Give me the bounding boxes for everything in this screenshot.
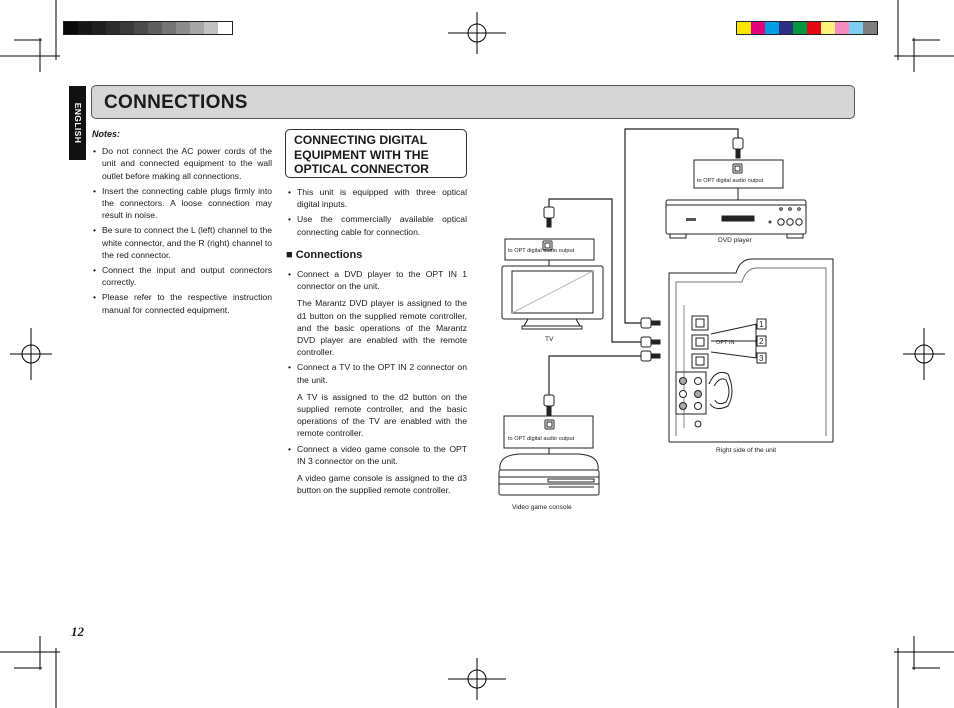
note-item: Do not connect the AC power cords of the… [92, 145, 272, 182]
grayscale-strip [63, 21, 233, 35]
notes-list: Do not connect the AC power cords of the… [92, 145, 272, 316]
square-bullet-icon: ■ [286, 249, 293, 261]
connections-list: Connect a DVD player to the OPT IN 1 con… [287, 268, 467, 499]
notes-heading: Notes: [92, 129, 121, 139]
connection-step: Connect a video game console to the OPT … [287, 443, 467, 497]
intro-section: This unit is equipped with three optical… [287, 186, 467, 241]
dvd-port-label: to OPT digital audio output [697, 178, 764, 184]
note-item: Connect the input and output connectors … [92, 264, 272, 288]
connection-step: Connect a DVD player to the OPT IN 1 con… [287, 268, 467, 358]
connections-subheading: ■ Connections [286, 249, 363, 261]
opt-in-label: OPT IN [716, 340, 735, 346]
note-item: Be sure to connect the L (left) channel … [92, 224, 272, 261]
unit-side-label: Right side of the unit [716, 447, 776, 454]
language-tab: ENGLISH [69, 86, 86, 160]
optical-plug-icon [543, 137, 744, 416]
section-heading: CONNECTING DIGITAL EQUIPMENT WITH THE OP… [294, 133, 429, 176]
dvd-player-label: DVD player [718, 237, 753, 244]
note-item: Please refer to the respective instructi… [92, 291, 272, 315]
dvd-player-illustration [665, 159, 807, 239]
page-number: 12 [71, 624, 84, 639]
game-console-illustration [498, 415, 600, 496]
notes-section: Notes: Do not connect the AC power cords… [92, 128, 272, 319]
opt-in-port-number: 1 [759, 320, 764, 329]
connection-step: Connect a TV to the OPT IN 2 connector o… [287, 361, 467, 439]
receiver-side-panel [668, 258, 834, 443]
page-title: CONNECTIONS [104, 92, 248, 113]
opt-in-port-number: 3 [759, 354, 764, 363]
note-item: Insert the connecting cable plugs firmly… [92, 185, 272, 222]
intro-item: Use the commercially available optical c… [287, 213, 467, 237]
optical-cables [548, 128, 739, 396]
intro-item: This unit is equipped with three optical… [287, 186, 467, 210]
tv-port-label: to OPT digital audio output [508, 248, 575, 254]
opt-in-port-number: 2 [759, 337, 764, 346]
tv-label: TV [545, 336, 554, 343]
game-console-label: Video game console [512, 504, 572, 511]
title-bar: CONNECTIONS [91, 85, 855, 119]
section-heading-box: CONNECTING DIGITAL EQUIPMENT WITH THE OP… [285, 129, 467, 178]
tv-illustration [501, 238, 604, 330]
game-port-label: to OPT digital audio output [508, 436, 575, 442]
color-strip [736, 21, 878, 35]
